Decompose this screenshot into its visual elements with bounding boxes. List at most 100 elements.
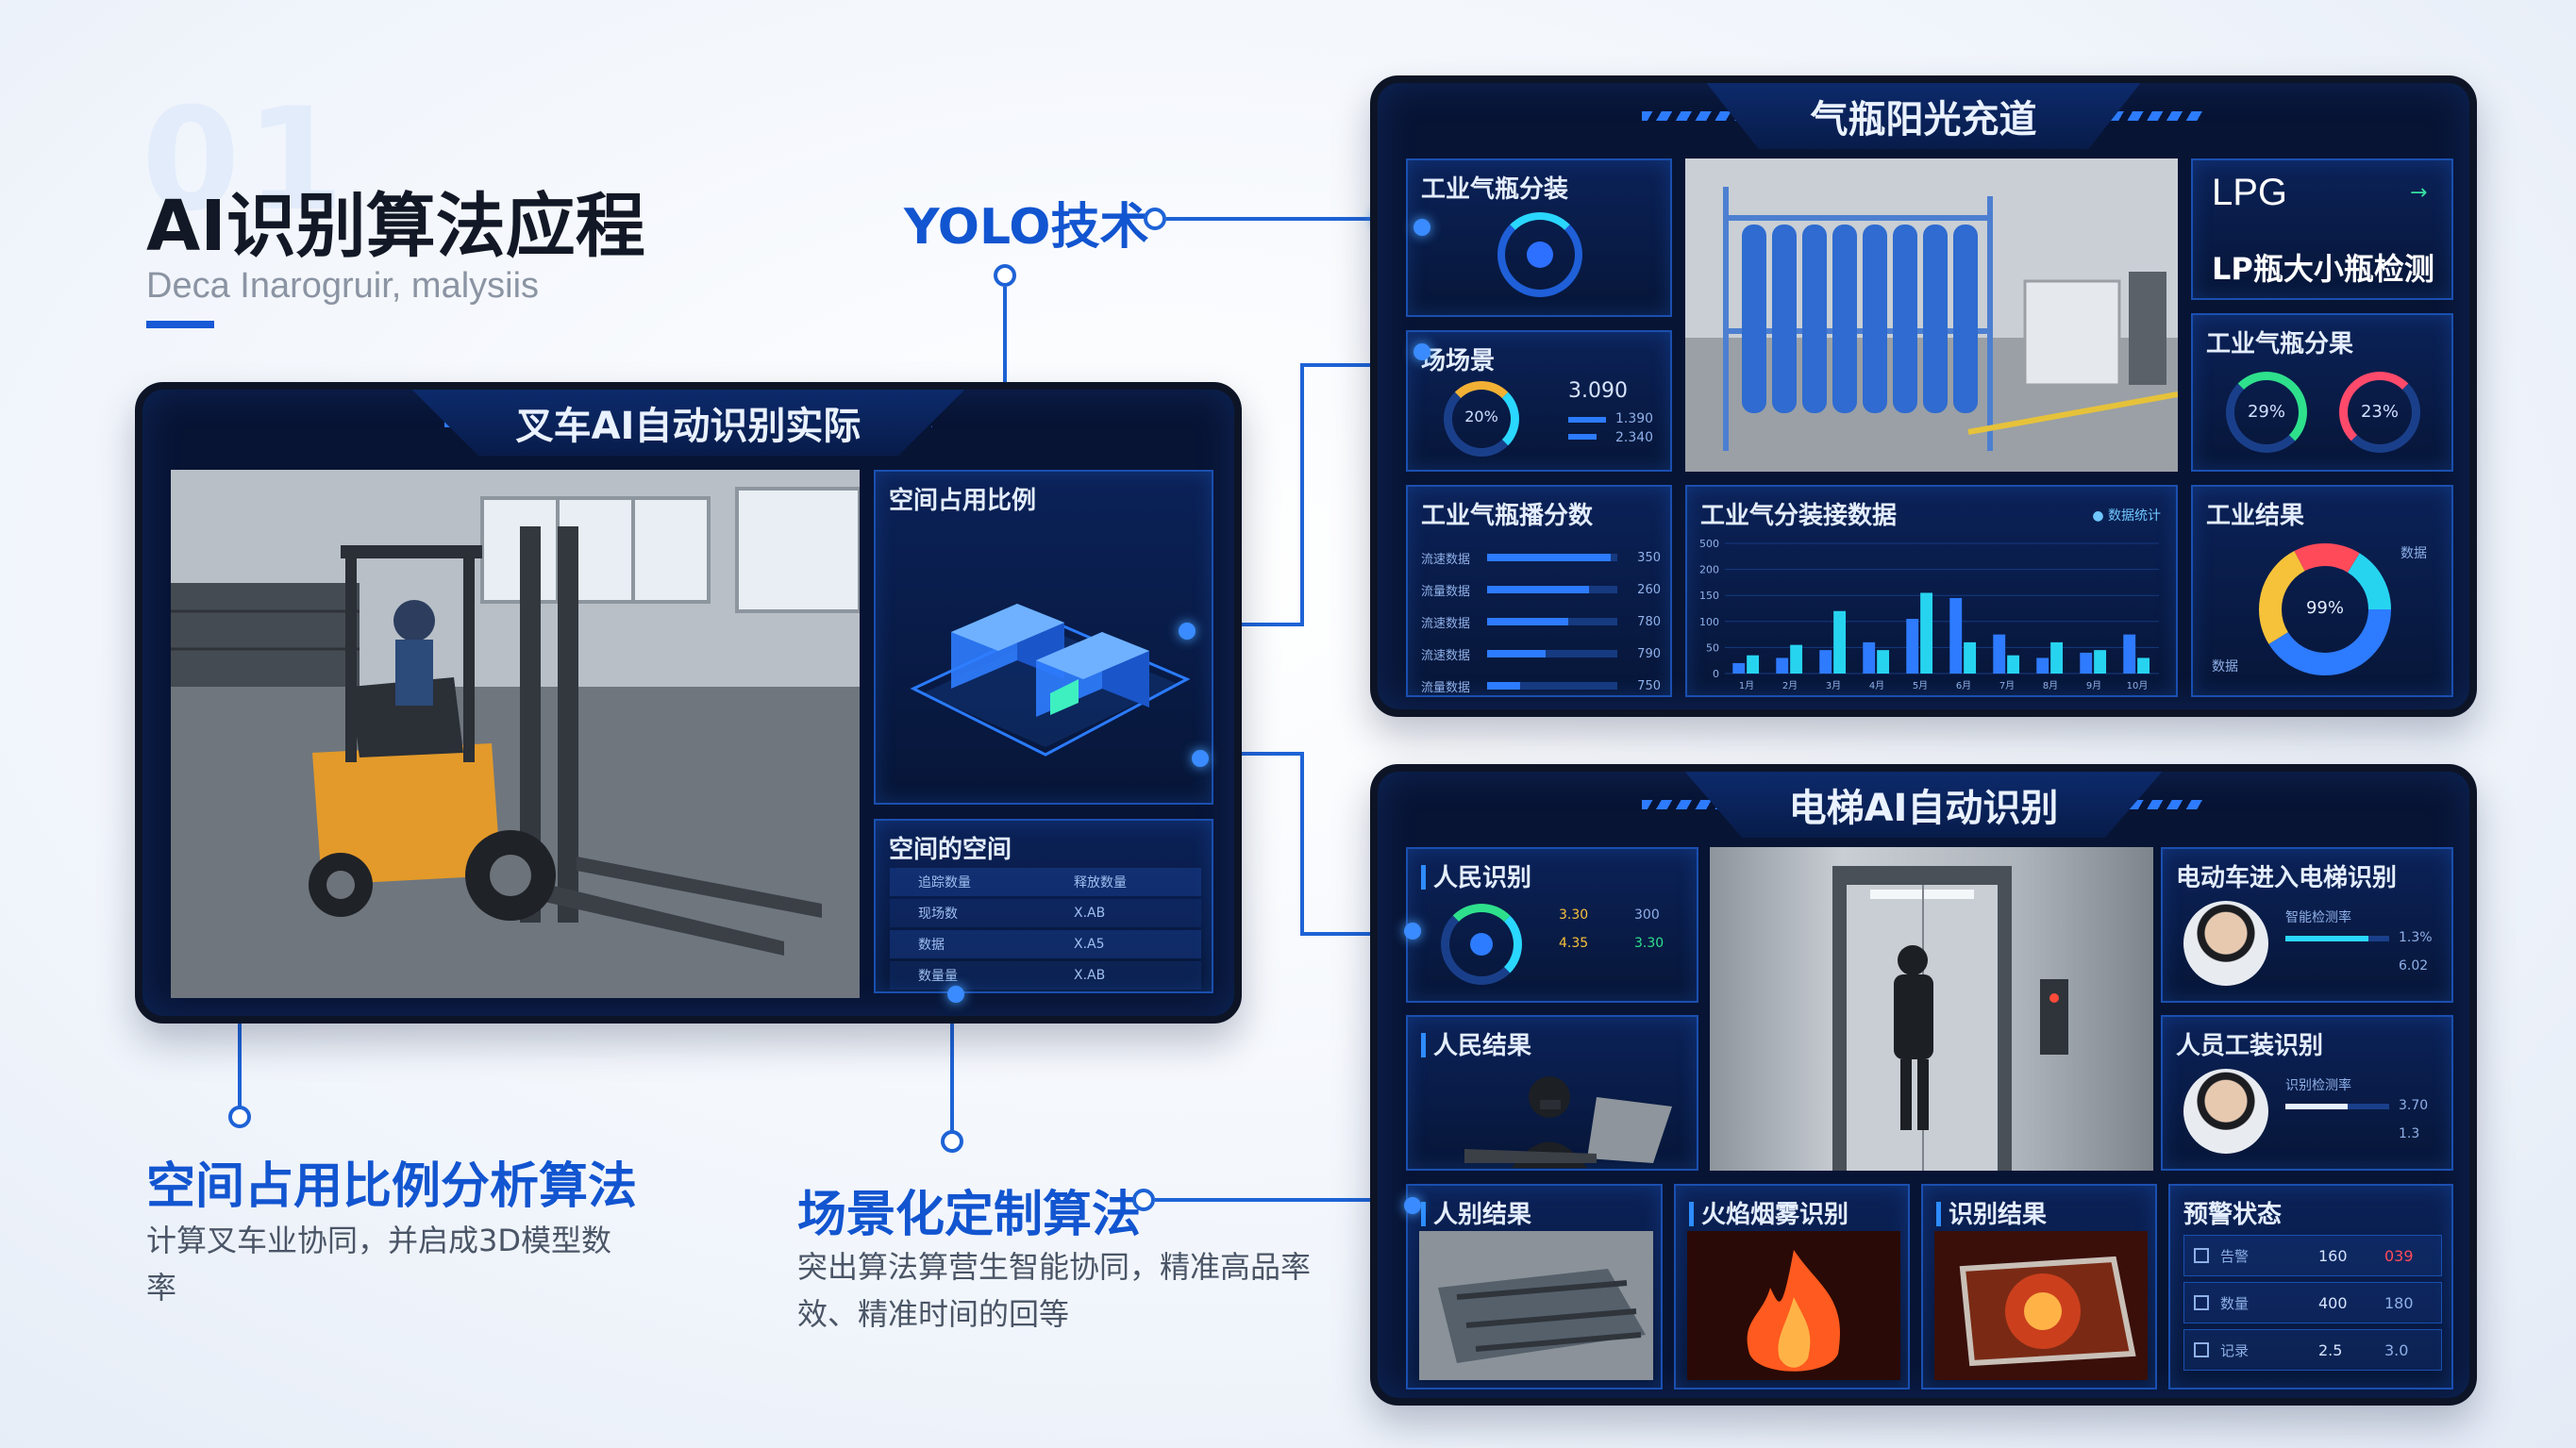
alarm-value-a: 400 [2318, 1293, 2348, 1312]
alarm-check-icon[interactable] [2194, 1248, 2209, 1263]
param-value: 780 [1637, 614, 1661, 629]
param-bar-track [1487, 618, 1617, 625]
param-bar-fill [1487, 554, 1612, 561]
gas-cylinder-panel: 气瓶阳光充道 工业气瓶分装 场场景 20% 3.090 1.390 2.340 [1370, 75, 2477, 717]
ebike-recognition-card: 电动车进入电梯识别 智能检测率 1.3% 6.02 [2161, 847, 2453, 1003]
params-title: 工业气瓶播分数 [1421, 502, 1594, 530]
ebike-stat-value-2: 6.02 [2399, 958, 2429, 974]
heatmap-image [1934, 1231, 2148, 1380]
forklift-panel-title: 叉车AI自动识别实际 [411, 390, 965, 456]
gas-cylinders-image [1685, 158, 2178, 472]
alarm-label: 记录 [2220, 1341, 2250, 1359]
scene-gauge [1444, 381, 1519, 457]
alarm-label: 数量 [2220, 1294, 2250, 1312]
fire-icon [1687, 1231, 1900, 1380]
result-donut-card: 工业结果 99% 数据 数据 [2191, 485, 2453, 697]
page-subtitle: Deca Inarogruir, malysiis [146, 266, 540, 306]
space-table: 追踪数量 释放数量 现场数 X.AB 数据 X.A5 数量量 X.AB [890, 868, 1201, 990]
scene-desc-line-2: 效、精准时间的回等 [797, 1296, 1070, 1332]
bar-series-a [2080, 652, 2093, 674]
gas-split-ring [1497, 212, 1582, 297]
fire-smoke-card: 火焰烟雾识别 [1674, 1184, 1910, 1390]
scene-bar-2 [1568, 434, 1597, 440]
x-tick-label: 6月 [1956, 680, 1971, 691]
table-cell: 现场数 [918, 907, 958, 922]
bar-series-b [2137, 657, 2150, 674]
bar-series-a [1863, 641, 1876, 674]
param-bar-fill [1487, 650, 1547, 657]
param-bar-fill [1487, 586, 1589, 593]
param-label: 流速数据 [1421, 616, 1471, 631]
scene-right-dot [1132, 1189, 1155, 1211]
scene-connector-line [950, 990, 954, 1132]
gas-split-title: 工业气瓶分装 [1421, 175, 1569, 204]
table-cell: 数量量 [918, 969, 958, 984]
x-tick-label: 1月 [1739, 680, 1754, 691]
section-number: 01 [142, 78, 350, 242]
elevator-image [1710, 847, 2153, 1171]
alarm-value-b: 3.0 [2384, 1340, 2409, 1359]
table-cell: X.AB [1074, 968, 1106, 983]
gauge-b-value: 23% [2360, 402, 2399, 422]
identify-result-card: 识别结果 [1921, 1184, 2157, 1390]
alarm-check-icon[interactable] [2194, 1342, 2209, 1357]
connector-forklift-elev-v [1300, 752, 1304, 936]
bar-series-a [1732, 662, 1746, 674]
space-table-bottom-dot [947, 986, 964, 1003]
bar-series-a [1906, 619, 1919, 674]
param-row: 流速数据 780 [1421, 607, 1661, 636]
bar-series-a [2036, 657, 2049, 674]
param-bar-track [1487, 650, 1617, 657]
alarm-value-b: 039 [2384, 1246, 2414, 1265]
gas-result-title: 工业气瓶分果 [2206, 330, 2354, 358]
lpg-subtitle: LP瓶大小瓶检测 [2212, 251, 2434, 287]
param-bar-fill [1487, 682, 1520, 690]
gas-head-deco-left [1642, 111, 1793, 121]
gas-cylinders-illustration [1685, 158, 2178, 472]
gas-panel-title: 气瓶阳光充道 [1706, 83, 2141, 149]
arrow-right-icon: → [2410, 181, 2428, 205]
elevator-panel: 电梯AI自动识别 人民识别 3.30 300 4.35 3.30 人民结果 [1370, 764, 2477, 1406]
x-tick-label: 8月 [2043, 680, 2058, 691]
scene-sub-1: 1.390 [1615, 411, 1654, 426]
x-tick-label: 2月 [1782, 680, 1798, 691]
gauge-b [2339, 372, 2420, 453]
param-bar-track [1487, 554, 1617, 561]
bar-series-b [1833, 610, 1847, 674]
ebike-stat-value: 1.3% [2399, 930, 2433, 945]
person-result-card: 人民结果 [1406, 1015, 1698, 1171]
elevator-illustration [1832, 866, 2068, 1171]
person-result-title: 人民结果 [1421, 1026, 1531, 1061]
person-gauge-core [1470, 933, 1493, 956]
scene-title: 场场景 [1421, 347, 1496, 375]
yolo-connector-dot [1144, 208, 1166, 230]
staff-stat-label: 识别检测率 [2285, 1078, 2351, 1093]
connector-forklift-gas-h2 [1300, 363, 1413, 367]
identify-result-title: 识别结果 [1936, 1195, 2047, 1230]
y-tick-label: 500 [1699, 538, 1719, 550]
yolo-callout: YOLO技术 [904, 199, 1149, 256]
recognition-result-title: 人别结果 [1421, 1195, 1531, 1230]
space-desc-line-1: 计算叉车业协同，并启成3D模型数 [146, 1223, 612, 1258]
forklift-panel: 叉车AI自动识别实际 [135, 382, 1242, 1024]
alarm-check-icon[interactable] [2194, 1295, 2209, 1310]
space-connector-bottom-dot [228, 1106, 251, 1128]
y-tick-label: 0 [1713, 668, 1719, 680]
space-desc-line-2: 率 [146, 1270, 177, 1306]
table-row: 现场数 X.AB [890, 899, 1201, 927]
person-card-dot [1404, 923, 1421, 940]
yolo-down-line [1003, 287, 1007, 438]
scene-desc-line-1: 突出算法算营生智能协同，精准高品率 [797, 1249, 1312, 1285]
scene-connector-dot [941, 1130, 963, 1153]
donut-label-a: 数据 [2400, 546, 2427, 561]
table-cell: X.AB [1074, 906, 1106, 921]
x-tick-label: 7月 [1999, 680, 2015, 691]
y-tick-label: 150 [1699, 590, 1719, 602]
alarm-value-a: 160 [2318, 1246, 2348, 1265]
bar-series-a [1949, 597, 1963, 674]
